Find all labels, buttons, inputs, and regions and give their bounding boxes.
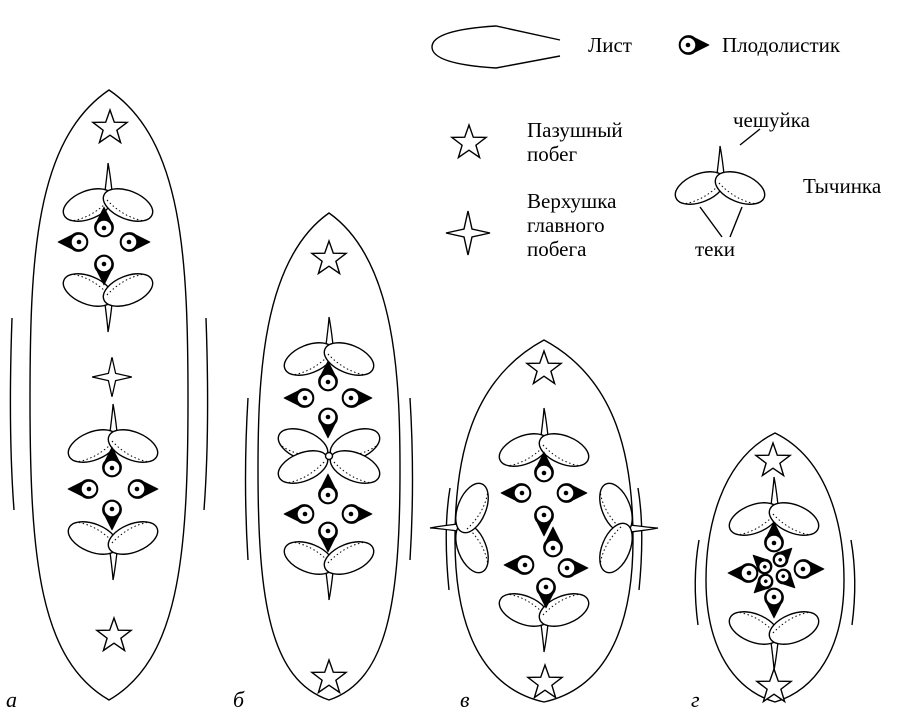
carpel-icon [504, 556, 534, 575]
leaf-legend-label: Лист [588, 33, 632, 57]
scale-legend-label: чешуйка [733, 108, 811, 132]
carpel-icon [557, 484, 587, 503]
axillary-shoot-icon [97, 618, 131, 651]
carpel-icon [501, 484, 531, 503]
main-shoot-apex-legend-label-1: Верхушка [527, 189, 617, 213]
carpel-icon [728, 564, 758, 583]
leaf-outline [851, 540, 855, 625]
carpel-icon [58, 233, 88, 252]
carpel-icon [342, 389, 372, 408]
leaf-outline [204, 318, 208, 510]
panel-label-a: а [6, 687, 17, 712]
panel-b: б [233, 213, 413, 712]
panel-label-b: б [233, 687, 245, 712]
carpel-icon [319, 474, 338, 504]
leaf-outline [638, 488, 642, 590]
carpel-icon [120, 233, 150, 252]
stamen-icon [593, 479, 658, 578]
axillary-shoot-icon [756, 443, 790, 476]
axillary-shoot-icon [93, 110, 127, 143]
leaf-outline [446, 488, 450, 590]
carpel-icon [68, 480, 98, 499]
main-shoot-apex-legend-label-3: побега [527, 237, 587, 261]
legend: Лист Плодолистик Пазушный побег Верхушка… [432, 26, 882, 261]
leaf-outline [10, 318, 14, 510]
flower-lower [64, 404, 163, 580]
flower-lower [280, 474, 379, 600]
axillary-shoot-icon [312, 241, 346, 274]
stamen-legend-label: Тычинка [803, 174, 882, 198]
panel-label-g: г [691, 687, 700, 712]
carpel-icon [319, 408, 338, 438]
carpel-icon [342, 505, 372, 524]
main-shoot-apex-icon [92, 357, 132, 397]
main-shoot-apex-legend-label-2: главного [527, 213, 605, 237]
panel-g: г [691, 433, 855, 712]
carpel-icon [128, 480, 158, 499]
axillary-shoot-icon [527, 351, 561, 384]
carpel-icon [319, 522, 338, 552]
leaf-outline [695, 540, 699, 625]
flower-upper [280, 317, 379, 438]
carpel-icon [794, 560, 824, 579]
leaf-outline [410, 398, 413, 560]
leaf-legend-icon [432, 26, 560, 68]
axillary-shoot-legend-icon [452, 125, 486, 158]
carpel-legend-icon [679, 36, 709, 55]
stamen-legend-icon [671, 146, 770, 211]
main-shoot-apex-legend-icon [446, 211, 490, 255]
axillary-shoot-icon [528, 665, 562, 698]
carpel-legend-label: Плодолистик [722, 33, 841, 57]
thecae-legend-label: теки [695, 237, 735, 261]
axillary-shoot-icon [312, 660, 346, 693]
panel-label-v: в [460, 687, 470, 712]
flower-upper [58, 163, 157, 332]
carpel-icon [765, 588, 784, 618]
carpel-icon [284, 389, 314, 408]
carpel-icon [103, 500, 122, 530]
carpel-icon [284, 505, 314, 524]
stamen-icon [430, 479, 495, 578]
carpel-icon [558, 559, 588, 578]
axillary-shoot-legend-label-1: Пазушный [527, 118, 623, 142]
leaf-outline [246, 398, 249, 560]
axillary-shoot-legend-label-2: побег [527, 142, 577, 166]
panel-a: а [6, 90, 208, 712]
panel-v: в [430, 340, 658, 712]
